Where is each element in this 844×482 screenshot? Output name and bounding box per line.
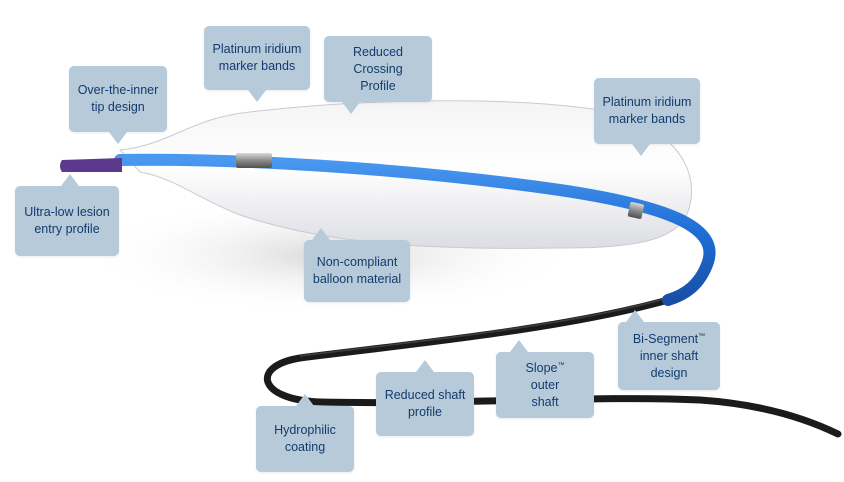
callout-bi-segment: Bi-Segment™ inner shaft design bbox=[618, 310, 720, 390]
callout-line: shaft bbox=[531, 394, 559, 409]
callout-line: Crossing bbox=[353, 61, 403, 76]
callout-line: marker bands bbox=[608, 112, 686, 126]
callout-line: tip design bbox=[91, 100, 145, 114]
callout-slope: Slope™ outer shaft bbox=[496, 340, 594, 418]
callout-line: profile bbox=[407, 405, 443, 419]
callout-line: design bbox=[650, 365, 688, 380]
callout-line: Bi-Segment™ bbox=[633, 331, 705, 348]
trademark-mark: ™ bbox=[698, 332, 706, 340]
callout-line: Reduced bbox=[352, 44, 404, 59]
callout-non-compliant: Non-compliant balloon material bbox=[304, 228, 410, 302]
callout-over-the-inner: Over-the-inner tip design bbox=[69, 66, 167, 144]
callout-reduced-shaft: Reduced shaft profile bbox=[376, 360, 474, 436]
callout-platinum-right: Platinum iridium marker bands bbox=[594, 78, 700, 156]
callout-line: entry profile bbox=[34, 222, 100, 236]
callout-hydrophilic: Hydrophilic coating bbox=[256, 394, 354, 472]
callout-line: Profile bbox=[360, 78, 396, 93]
callout-reduced-crossing: Reduced Crossing Profile bbox=[324, 36, 432, 114]
callout-line: balloon material bbox=[312, 272, 402, 286]
outer-shaft bbox=[263, 296, 842, 438]
callout-line: Hydrophilic bbox=[274, 423, 336, 437]
callout-line: Platinum iridium bbox=[212, 42, 302, 56]
callout-line: inner shaft bbox=[639, 348, 699, 363]
callout-line: Ultra-low lesion bbox=[24, 205, 110, 219]
callout-line: Non-compliant bbox=[316, 255, 398, 269]
marker-band-right bbox=[627, 202, 644, 219]
callout-line: Reduced shaft bbox=[384, 388, 466, 402]
callout-line: Slope™ bbox=[526, 360, 565, 377]
purple-tip bbox=[60, 158, 122, 172]
callout-platinum-left: Platinum iridium marker bands bbox=[204, 26, 310, 102]
callout-line: Platinum iridium bbox=[602, 95, 692, 109]
callout-text: Bi-Segment bbox=[632, 331, 699, 346]
callout-line: coating bbox=[284, 440, 326, 454]
callout-text: Slope bbox=[525, 360, 558, 375]
callout-line: marker bands bbox=[218, 59, 296, 73]
marker-band-left bbox=[236, 153, 272, 168]
callout-line: outer bbox=[530, 377, 560, 392]
callout-ultra-low: Ultra-low lesion entry profile bbox=[15, 174, 119, 256]
trademark-mark: ™ bbox=[557, 361, 565, 369]
callout-line: Over-the-inner bbox=[77, 83, 159, 97]
